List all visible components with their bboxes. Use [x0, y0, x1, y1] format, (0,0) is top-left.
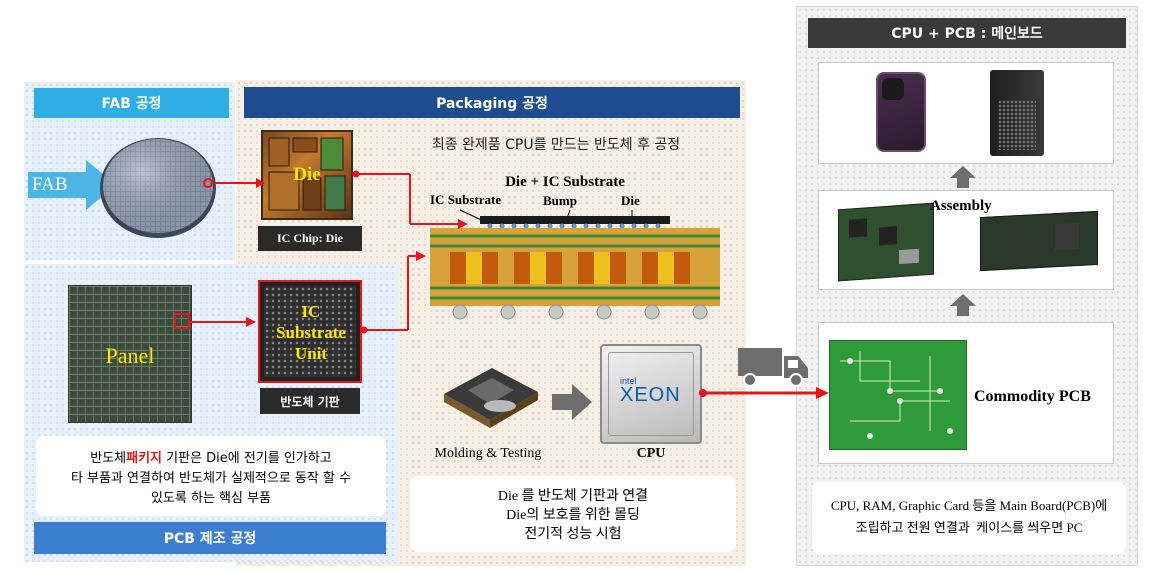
packaging-subtitle: 최종 완제품 CPU를 만드는 반도체 후 공정 [431, 137, 681, 153]
desktop-tower-image [990, 70, 1044, 156]
mainboard-header: CPU + PCB : 메인보드 [808, 18, 1126, 48]
pcb-desc-box [36, 436, 386, 516]
up-arrow-1-icon [950, 166, 976, 188]
cpu-image [600, 344, 702, 444]
substrate-unit-label: IC Substrate Unit [276, 301, 346, 363]
diagram-title: Die + IC Substrate [505, 173, 625, 190]
commodity-label: Commodity PCB [974, 388, 1091, 405]
truck-icon [738, 348, 808, 387]
cpu-model: XEON [620, 384, 681, 406]
assembly-label: Assembly [930, 198, 992, 214]
pcb-desc-line3: 있도록 하는 핵심 부품 [150, 490, 272, 506]
molding-chip-image [444, 368, 538, 428]
motherboard-image [838, 202, 934, 282]
commodity-pcb-image [829, 340, 967, 450]
pcb-desc-highlight: 패키지 [126, 450, 163, 466]
mainboard-desc-line1: CPU, RAM, Graphic Card 등을 Main Board(PCB… [830, 497, 1108, 513]
smartphone-image [876, 72, 926, 152]
pcb-desc-line2: 타 부품과 연결하여 반도체가 실제적으로 동작 할 수 [70, 470, 352, 486]
fab-arrow-icon [28, 160, 116, 210]
label-ic-substrate: IC Substrate [430, 192, 502, 207]
pcb-header: PCB 제조 공정 [34, 522, 386, 554]
packaging-desc-line1: Die 를 반도체 기판과 연결 [497, 489, 649, 504]
panel-to-unit-arrow [190, 317, 256, 327]
cpu-label: CPU [636, 446, 666, 461]
molding-to-cpu-arrow [552, 384, 592, 420]
up-arrow-2-icon [950, 294, 976, 316]
devices-box [818, 62, 1114, 164]
molding-label: Molding & Testing [434, 446, 542, 461]
ic-chip-caption: IC Chip: Die [258, 226, 362, 251]
label-bump: Bump [543, 193, 577, 208]
packaging-desc-line3: 전기적 성능 시험 [524, 527, 622, 542]
cpu-to-pcb-arrow [699, 387, 829, 399]
fab-arrow-label: FAB [32, 174, 68, 195]
substrate-caption: 반도체 기판 [260, 388, 360, 414]
panel-label: Panel [105, 343, 155, 368]
pcb-desc-line1: 반도체 패키지 기판은 Die에 전기를 인가하고 [36, 446, 386, 466]
unit-to-diagram-arrow [360, 251, 426, 334]
wafer-to-die-arrow [212, 178, 265, 188]
label-die: Die [621, 193, 640, 208]
panel-image [68, 285, 192, 423]
wafer-image [100, 138, 216, 238]
substrate-unit-image [258, 280, 362, 383]
die-label: Die [293, 164, 321, 185]
ic-chip-image [261, 130, 353, 220]
substrate-cross-section [430, 209, 720, 320]
mainboard-desc-box [812, 482, 1126, 554]
fab-header: FAB 공정 [34, 88, 229, 118]
cpu-brand: intel [620, 376, 637, 386]
pcb-desc-suffix: 기판은 Die에 전기를 인가하고 [162, 450, 332, 466]
pcb-desc-prefix: 반도체 [90, 450, 127, 466]
packaging-desc-box [410, 476, 736, 552]
packaging-desc-line2: Die의 보호를 위한 몰딩 [506, 508, 640, 523]
die-to-diagram-arrow [352, 170, 468, 229]
phone-board-image [980, 210, 1098, 272]
packaging-header: Packaging 공정 [244, 87, 740, 118]
mainboard-desc-line2: 조립하고 전원 연결과 케이스를 씌우면 PC [855, 519, 1083, 535]
panel-unit-marker [174, 313, 190, 329]
